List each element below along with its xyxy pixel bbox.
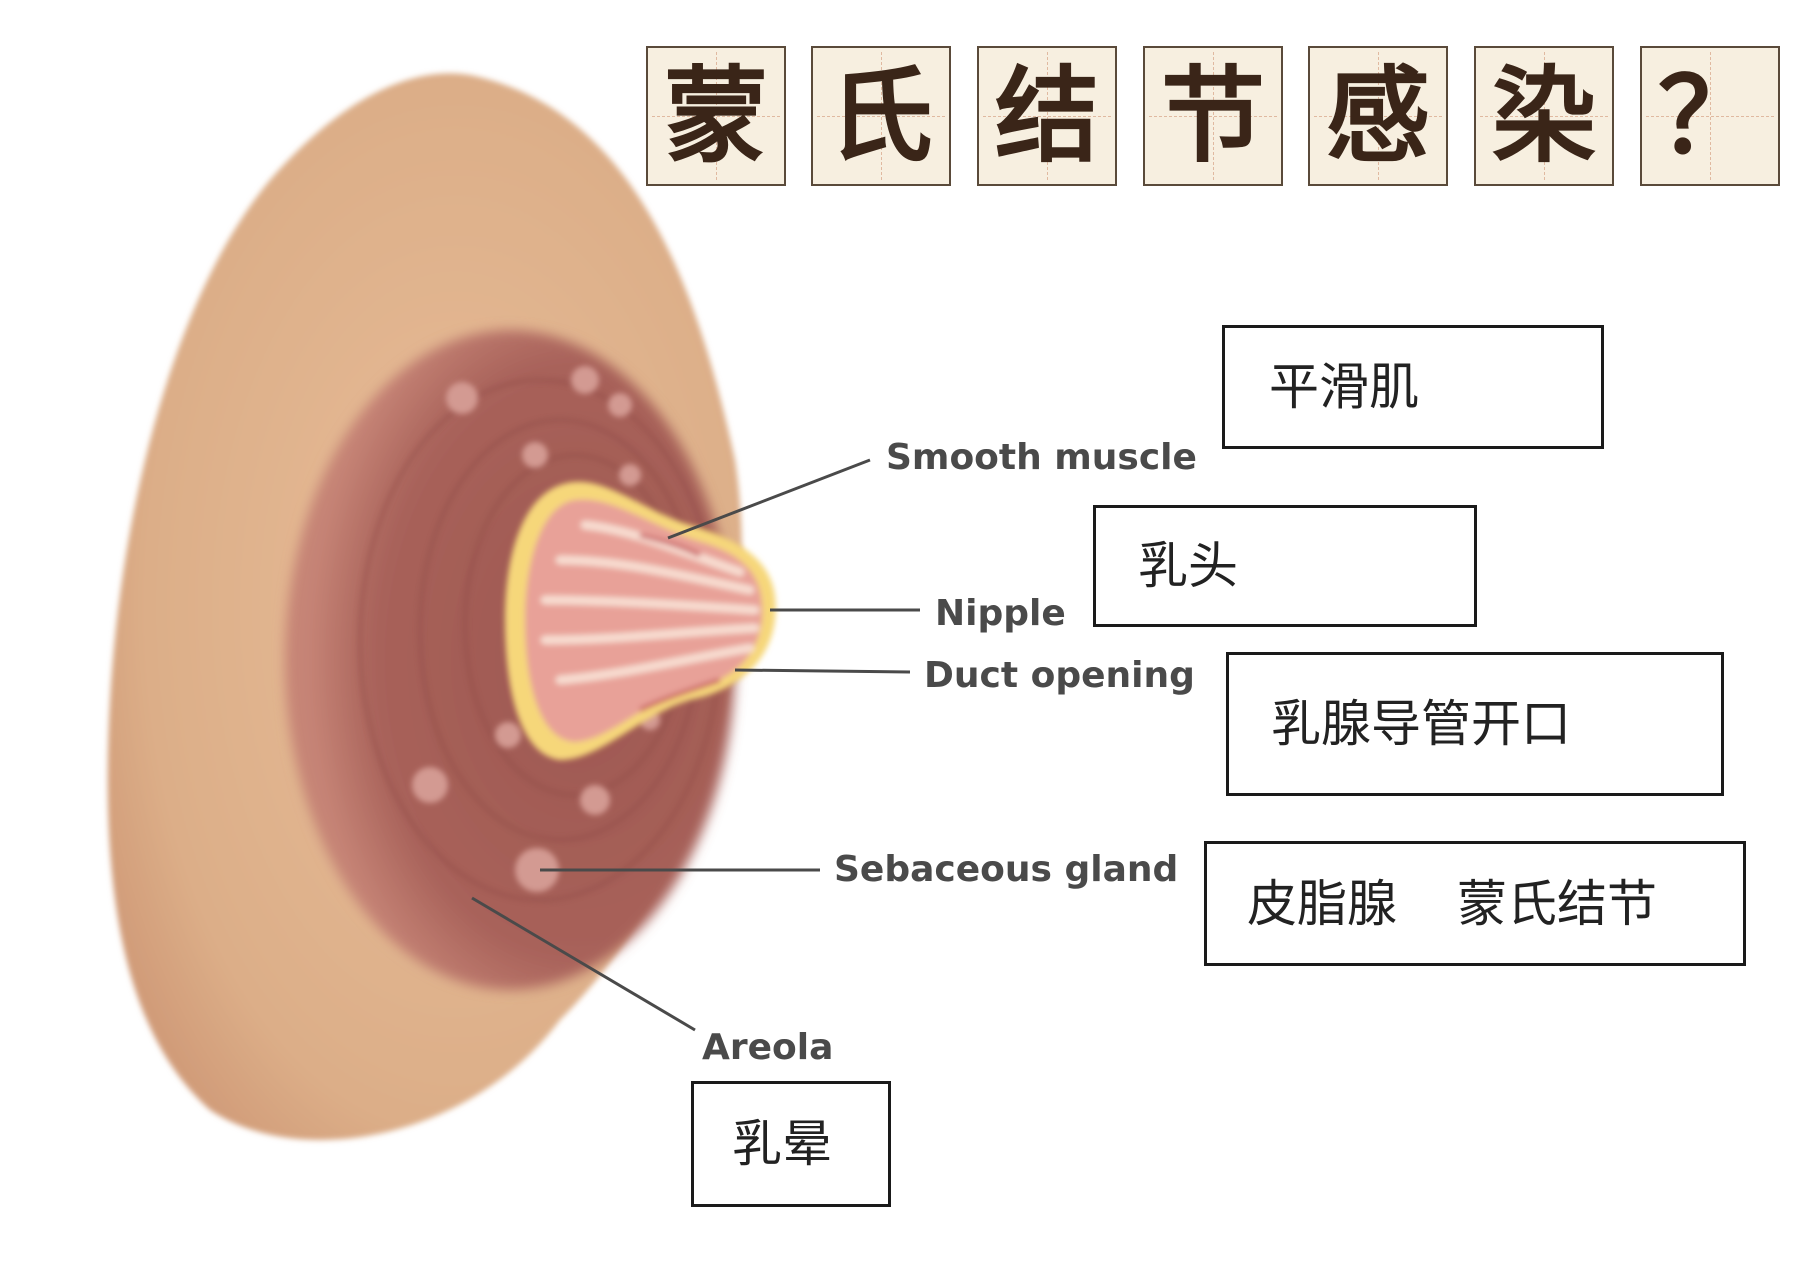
- label-nipple: Nipple: [935, 593, 1066, 634]
- box-nipple-cn: 乳头: [1093, 505, 1477, 627]
- box-areola-cn: 乳晕: [691, 1081, 891, 1207]
- title-cell-5: 感: [1308, 46, 1448, 186]
- label-sebaceous-gland: Sebaceous gland: [834, 849, 1179, 890]
- box-duct-opening-cn: 乳腺导管开口: [1226, 652, 1724, 796]
- title-cell-7: ？: [1640, 46, 1780, 186]
- label-areola: Areola: [702, 1027, 834, 1068]
- smooth-muscle-fibers: [638, 532, 721, 713]
- text-montgomery-cn: 蒙氏结节: [1457, 874, 1657, 933]
- milk-ducts: [540, 520, 760, 685]
- title-cell-6: 染: [1474, 46, 1614, 186]
- box-sebaceous-gland-cn: 皮脂腺 蒙氏结节: [1204, 841, 1746, 966]
- leader-areola: [471, 896, 696, 1032]
- leader-lines: [471, 458, 920, 1032]
- box-smooth-muscle-cn: 平滑肌: [1222, 325, 1604, 449]
- text-smooth-muscle-cn: 平滑肌: [1269, 358, 1419, 416]
- title-cell-1: 蒙: [646, 46, 786, 186]
- nipple-structure: [505, 481, 776, 760]
- leader-duct-opening: [734, 668, 911, 674]
- label-duct-opening: Duct opening: [924, 655, 1195, 696]
- text-nipple-cn: 乳头: [1138, 537, 1238, 595]
- text-areola-cn: 乳晕: [732, 1115, 832, 1173]
- title-cell-4: 节: [1143, 46, 1283, 186]
- text-sebaceous-gland-cn: 皮脂腺: [1247, 874, 1397, 933]
- text-duct-opening-cn: 乳腺导管开口: [1271, 695, 1571, 753]
- label-smooth-muscle: Smooth muscle: [886, 437, 1197, 478]
- leader-smooth-muscle: [667, 458, 871, 540]
- title-cell-3: 结: [977, 46, 1117, 186]
- title-cell-2: 氏: [811, 46, 951, 186]
